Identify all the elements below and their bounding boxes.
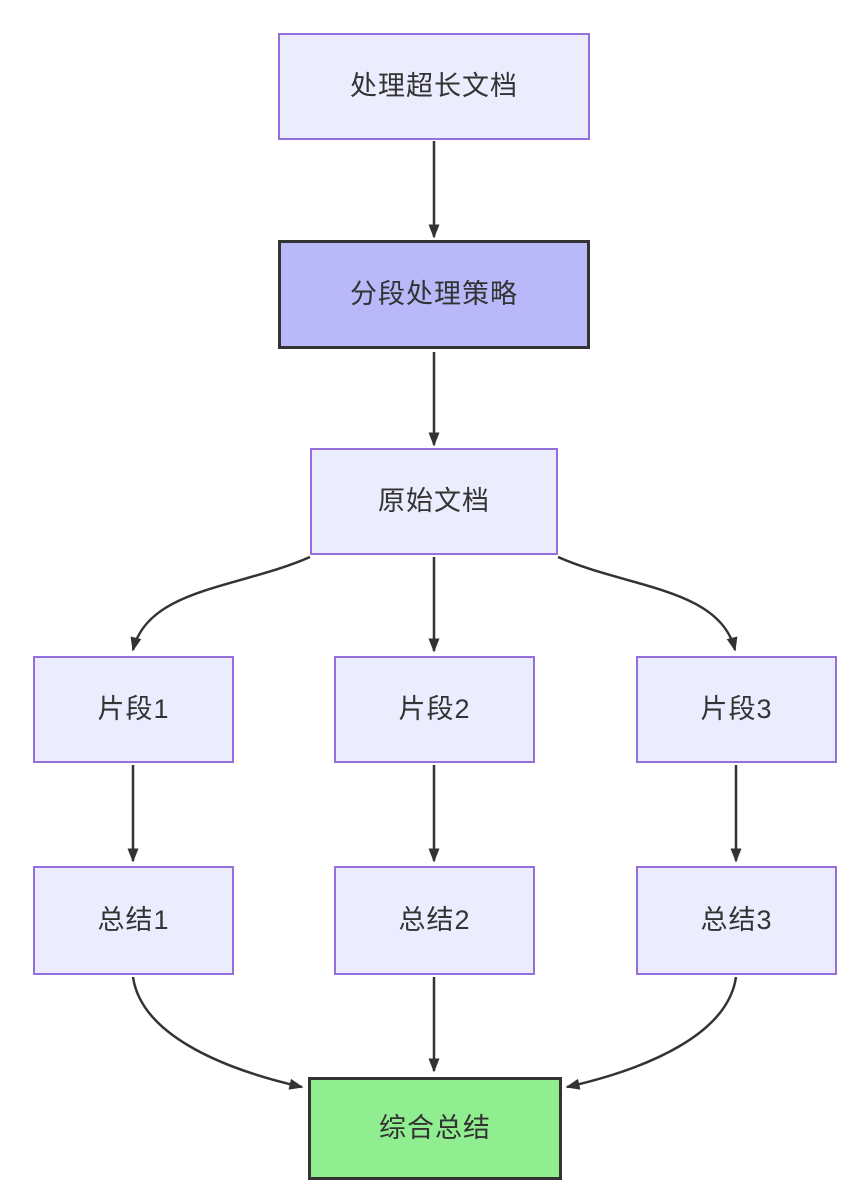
node-fragment-3: 片段3 (636, 656, 837, 763)
node-summary-1: 总结1 (33, 866, 234, 975)
edge-summary3-to-final (565, 976, 738, 1090)
node-fragment-1: 片段1 (33, 656, 234, 763)
node-segment-strategy: 分段处理策略 (278, 240, 590, 349)
node-final-summary: 综合总结 (308, 1077, 562, 1180)
node-fragment-2: 片段2 (334, 656, 535, 763)
node-summary-3: 总结3 (636, 866, 837, 975)
node-process-long-document: 处理超长文档 (278, 33, 590, 140)
edge-original-to-fragment3 (557, 555, 738, 652)
node-original-document: 原始文档 (310, 448, 558, 555)
node-summary-2: 总结2 (334, 866, 535, 975)
edge-original-to-fragment1 (130, 555, 311, 652)
edge-summary1-to-final (131, 976, 304, 1090)
